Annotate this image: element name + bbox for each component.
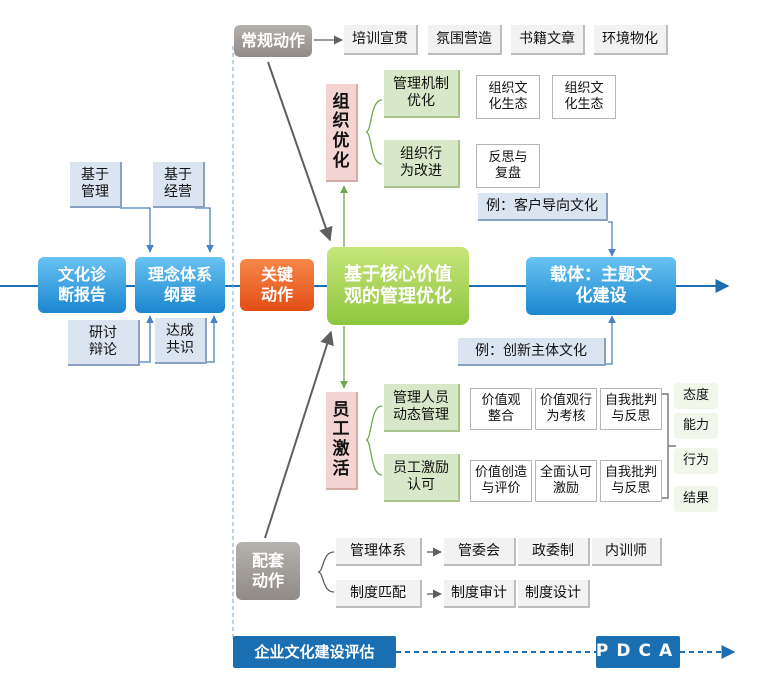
note-debate: 研讨 辩论 (68, 320, 140, 366)
management-mechanism-box: 管理机制 优化 (384, 70, 460, 118)
note-based-on-operations: 基于 经营 (153, 162, 205, 208)
routine-actions-box: 常规动作 (234, 25, 312, 57)
org-optimization-box: 组 织 优 化 (326, 84, 358, 182)
commissar-system-cell: 政委制 (518, 538, 590, 566)
diagnosis-report-box: 文化诊 断报告 (38, 257, 126, 313)
support-actions-box: 配套 动作 (236, 542, 300, 600)
carrier-theme-culture-box: 载体：主题文 化建设 (526, 257, 676, 315)
concept-system-box: 理念体系 纲要 (135, 257, 225, 313)
staff-activation-box: 员 工 激 活 (326, 392, 358, 490)
internal-trainer-cell: 内训师 (592, 538, 662, 566)
routine-item-atmosphere: 氛围营造 (428, 25, 502, 55)
pdca-box: PDCA (596, 636, 680, 668)
outcome-attitude: 态度 (674, 383, 718, 409)
self-criticism-cell: 自我批判 与反思 (600, 460, 662, 502)
manager-dynamic-box: 管理人员 动态管理 (384, 384, 460, 432)
system-design-cell: 制度设计 (518, 580, 590, 608)
routine-item-books: 书籍文章 (511, 25, 585, 55)
committee-cell: 管委会 (444, 538, 516, 566)
system-audit-cell: 制度审计 (444, 580, 516, 608)
note-consensus: 达成 共识 (155, 318, 207, 364)
management-system-label: 管理体系 (336, 538, 422, 566)
routine-item-training: 培训宣贯 (344, 25, 418, 55)
core-values-management-box: 基于核心价值 观的管理优化 (327, 247, 469, 325)
outcome-behavior: 行为 (674, 448, 718, 474)
system-matching-label: 制度匹配 (336, 580, 422, 608)
full-recognition-cell: 全面认可 激励 (535, 460, 597, 502)
values-behavior-assessment-cell: 价值观行 为考核 (535, 388, 597, 430)
value-creation-cell: 价值创造 与评价 (470, 460, 532, 502)
org-behavior-box: 组织行 为改进 (384, 140, 460, 188)
staff-incentive-box: 员工激励 认可 (384, 454, 460, 502)
org-culture-ecology-cell: 组织文 化生态 (552, 75, 616, 119)
outcome-ability: 能力 (674, 413, 718, 439)
note-based-on-management: 基于 管理 (70, 162, 122, 208)
key-action-box: 关键 动作 (240, 259, 314, 311)
example-customer-culture: 例：客户导向文化 (478, 193, 608, 221)
example-innovation-culture: 例：创新主体文化 (458, 338, 606, 366)
culture-evaluation-box: 企业文化建设评估 (233, 636, 396, 668)
values-integration-cell: 价值观 整合 (470, 388, 532, 430)
reflection-review-cell: 反思与 复盘 (476, 144, 540, 188)
self-criticism-cell: 自我批判 与反思 (600, 388, 662, 430)
org-culture-ecology-cell: 组织文 化生态 (476, 75, 540, 119)
routine-item-environment: 环境物化 (594, 25, 668, 55)
outcome-result: 结果 (674, 486, 718, 512)
